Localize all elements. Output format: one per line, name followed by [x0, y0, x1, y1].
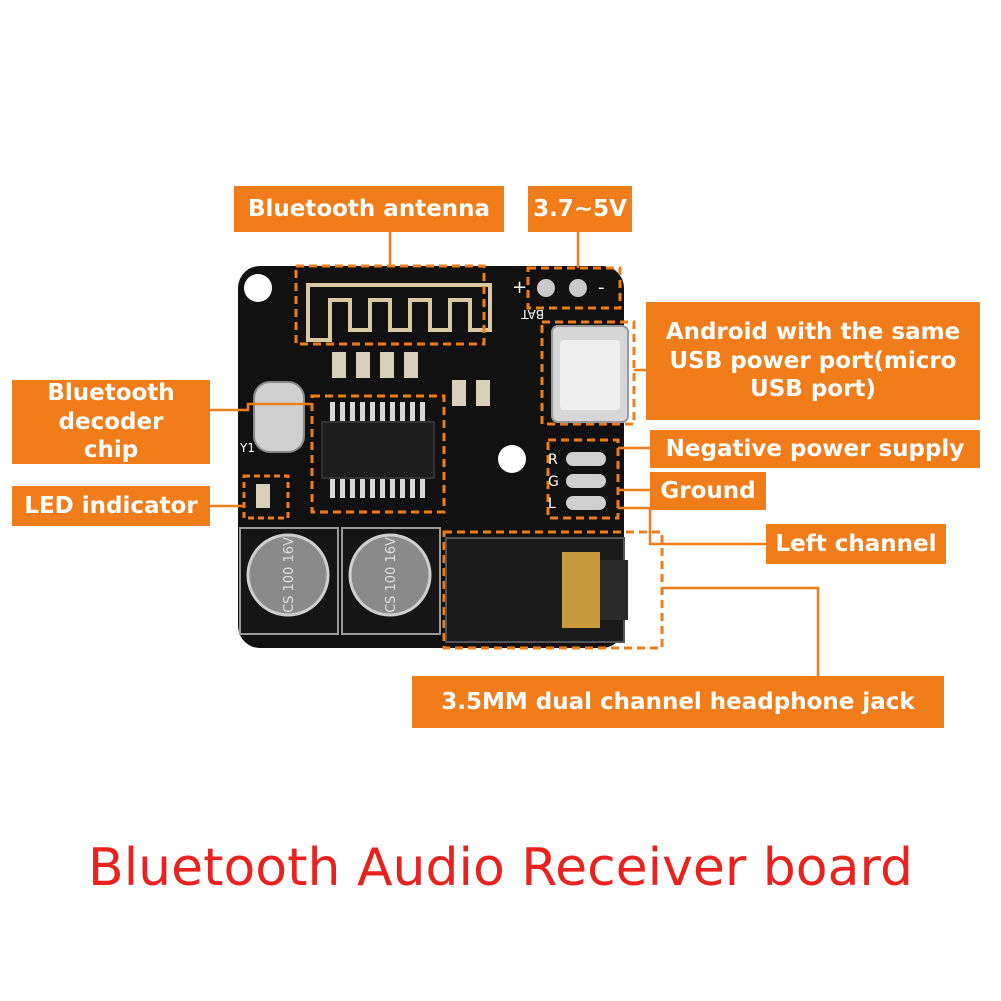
label-decoder-chip: Bluetooth decoder chip	[12, 380, 210, 464]
micro-usb-opening	[560, 340, 620, 410]
capacitor-1	[246, 533, 330, 617]
mounting-hole	[244, 274, 272, 302]
bat-mark: BAT	[520, 307, 544, 321]
smd-c4	[404, 352, 418, 378]
label-led-indicator: LED indicator	[12, 486, 210, 526]
bat-minus-mark: -	[598, 277, 605, 298]
pad-r	[566, 452, 606, 466]
smd-c1	[332, 352, 346, 378]
decoder-chip	[321, 421, 435, 479]
smd-r6	[476, 380, 490, 406]
led-highlight	[242, 474, 290, 520]
headphone-jack-tip	[600, 560, 628, 620]
connector-lines	[210, 230, 820, 676]
capacitor-2	[348, 533, 432, 617]
crystal	[253, 381, 305, 453]
pad-g	[566, 474, 606, 488]
bat-highlight	[526, 266, 622, 310]
chip-pins-bottom	[330, 476, 425, 498]
label-left-channel: Left channel	[766, 524, 946, 564]
label-ground: Ground	[650, 472, 766, 510]
y1-mark: Y1	[239, 441, 255, 455]
label-negative-power: Negative power supply	[650, 430, 980, 468]
led-component	[256, 484, 270, 508]
lgr-highlight	[546, 438, 620, 520]
pad-l	[566, 496, 606, 510]
capacitor-1-text: CS 100 16V	[282, 537, 297, 613]
label-usb-port: Android with the same USB power port(mic…	[646, 302, 980, 420]
page-caption: Bluetooth Audio Receiver board	[88, 838, 913, 898]
label-headphone-jack: 3.5MM dual channel headphone jack	[412, 676, 944, 728]
smd-c3	[380, 352, 394, 378]
g-mark: G	[548, 474, 559, 490]
r-mark: R	[548, 452, 558, 468]
bat-plus-mark: +	[512, 277, 527, 298]
capacitor-2-text: CS 100 16V	[384, 537, 399, 613]
board-hole	[498, 445, 526, 473]
decoder-highlight	[310, 394, 446, 514]
bat-pad-plus	[537, 279, 555, 297]
jack-highlight	[442, 530, 664, 650]
bat-pad-minus	[569, 279, 587, 297]
smd-c11	[452, 380, 466, 406]
label-bluetooth-antenna: Bluetooth antenna	[234, 186, 504, 232]
usb-highlight	[540, 320, 636, 426]
headphone-jack-plug	[562, 552, 600, 628]
l-mark: L	[548, 496, 556, 512]
smd-c2	[356, 352, 370, 378]
label-voltage: 3.7~5V	[528, 186, 632, 232]
chip-pins-top	[330, 402, 425, 424]
